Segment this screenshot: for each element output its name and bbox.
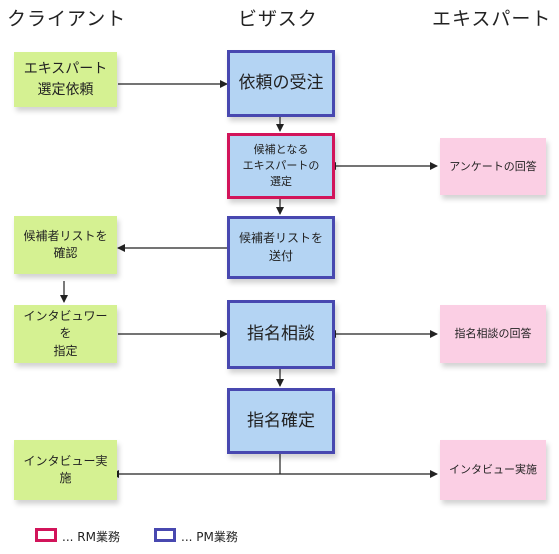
- expert-note-nomination-answer: 指名相談の回答: [440, 305, 546, 363]
- client-note-select-request: エキスパート 選定依頼: [14, 52, 117, 107]
- bizsq-box-select-candidates-label: 候補となる エキスパートの 選定: [242, 143, 320, 188]
- bizsq-box-receive-request: 依頼の受注: [227, 50, 335, 117]
- client-note-interview-label: インタビュー実施: [23, 453, 108, 485]
- expert-note-interview: インタビュー実施: [440, 440, 546, 500]
- legend-rm-swatch: [35, 528, 57, 542]
- client-note-confirm-list: 候補者リストを 確認: [14, 216, 117, 274]
- legend-pm-label: ... PM業務: [181, 530, 238, 544]
- expert-note-survey-answer: アンケートの回答: [440, 138, 546, 195]
- bizsq-box-select-candidates: 候補となる エキスパートの 選定: [227, 133, 335, 199]
- client-note-select-request-label: エキスパート 選定依頼: [23, 61, 108, 98]
- legend-pm-swatch: [154, 528, 176, 542]
- expert-note-nomination-answer-label: 指名相談の回答: [454, 327, 532, 341]
- column-header-expert: エキスパート: [432, 8, 552, 30]
- client-note-specify-interviewer-label: インタビュワーを 指定: [23, 308, 108, 358]
- bizsq-box-receive-request-label: 依頼の受注: [238, 73, 324, 94]
- bizsq-box-nomination-consult-label: 指名相談: [247, 324, 315, 345]
- bizsq-box-send-list-label: 候補者リストを 送付: [238, 231, 323, 263]
- bizsq-box-send-list: 候補者リストを 送付: [227, 216, 335, 279]
- expert-note-survey-answer-label: アンケートの回答: [449, 159, 537, 173]
- client-note-interview: インタビュー実施: [14, 440, 117, 500]
- column-header-client: クライアント: [7, 8, 127, 30]
- client-note-specify-interviewer: インタビュワーを 指定: [14, 305, 117, 363]
- bizsq-box-nomination-confirm: 指名確定: [227, 388, 335, 454]
- bizsq-box-nomination-confirm-label: 指名確定: [247, 410, 315, 431]
- legend-rm-label: ... RM業務: [62, 530, 120, 544]
- client-note-confirm-list-label: 候補者リストを 確認: [23, 228, 108, 260]
- expert-note-interview-label: インタビュー実施: [449, 463, 537, 477]
- column-header-bizsq: ビザスク: [238, 8, 318, 30]
- bizsq-box-nomination-consult: 指名相談: [227, 300, 335, 369]
